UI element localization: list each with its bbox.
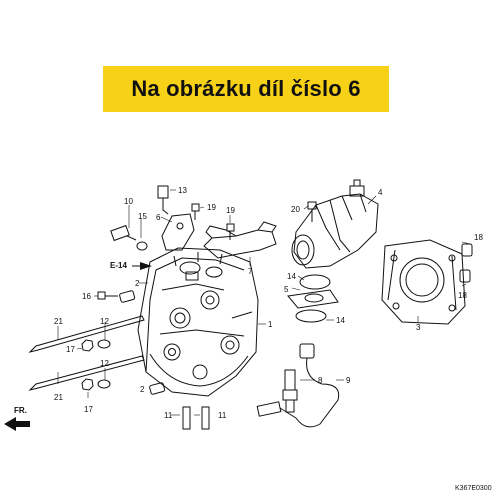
diagram-artwork [28, 179, 473, 430]
front-direction-arrow-icon [4, 417, 30, 431]
nut-17a [81, 339, 94, 352]
callout-14a: 14 [287, 272, 296, 281]
callout-18b: 18 [458, 291, 467, 300]
stud-11b [201, 406, 210, 430]
callout-21a: 21 [54, 317, 63, 326]
intake-pipe [291, 179, 379, 269]
bolt-19b-head [226, 223, 235, 232]
nut-17b [81, 378, 94, 391]
dowel-pin-2a [119, 290, 136, 303]
cylinder [381, 239, 466, 325]
washer-12a [97, 339, 111, 349]
callout-20: 20 [291, 205, 300, 214]
callout-11a: 11 [164, 411, 173, 420]
callout-1: 1 [268, 320, 273, 329]
callout-17b: 17 [84, 405, 93, 414]
e14-arrow-icon [140, 262, 152, 270]
stud-bolt-21a [28, 315, 145, 353]
callout-13: 13 [178, 186, 187, 195]
ref-e14-label: E-14 [110, 261, 127, 270]
callout-8: 8 [318, 376, 323, 385]
callout-9: 9 [346, 376, 351, 385]
banner-text: Na obrázku díl číslo 6 [131, 76, 361, 101]
washer-12b [97, 379, 111, 389]
dowel-18b [459, 269, 471, 283]
callout-15: 15 [138, 212, 147, 221]
callout-14b: 14 [336, 316, 345, 325]
callout-10: 10 [124, 197, 133, 206]
bolt-16-head [97, 291, 106, 300]
cylinder-head [137, 247, 259, 397]
leader-lines [57, 189, 471, 416]
bolt-20-head [307, 201, 317, 210]
callout-12a: 12 [100, 317, 109, 326]
sensor-13 [157, 185, 169, 215]
callout-11b: 11 [218, 411, 227, 420]
callout-3: 3 [416, 323, 421, 332]
callout-18a: 18 [474, 233, 483, 242]
oxygen-sensor [256, 343, 340, 428]
pipe-assembly [203, 221, 277, 259]
callout-2a: 2 [135, 279, 140, 288]
callout-19a: 19 [207, 203, 216, 212]
part-number-banner: Na obrázku díl číslo 6 [103, 66, 389, 112]
gasket-rings [287, 274, 339, 323]
dowel-pin-2b [149, 382, 166, 395]
stud-11a [182, 406, 191, 430]
spark-plug [282, 369, 298, 413]
callout-19b: 19 [226, 206, 235, 215]
catalog-code: K367E0300 [455, 485, 492, 492]
bracket [161, 213, 195, 251]
callout-7: 7 [248, 267, 253, 276]
callout-17a: 17 [66, 345, 75, 354]
dowel-18a [461, 243, 473, 257]
callout-12b: 12 [100, 359, 109, 368]
callout-16: 16 [82, 292, 91, 301]
sensor-10 [110, 224, 148, 251]
front-label: FR. [14, 406, 27, 415]
bolt-19a-head [191, 203, 200, 212]
callout-21b: 21 [54, 393, 63, 402]
stud-bolt-21b [28, 355, 145, 391]
callout-6: 6 [156, 213, 161, 222]
callout-5: 5 [284, 285, 289, 294]
callout-2b: 2 [140, 385, 145, 394]
callout-4: 4 [378, 188, 383, 197]
